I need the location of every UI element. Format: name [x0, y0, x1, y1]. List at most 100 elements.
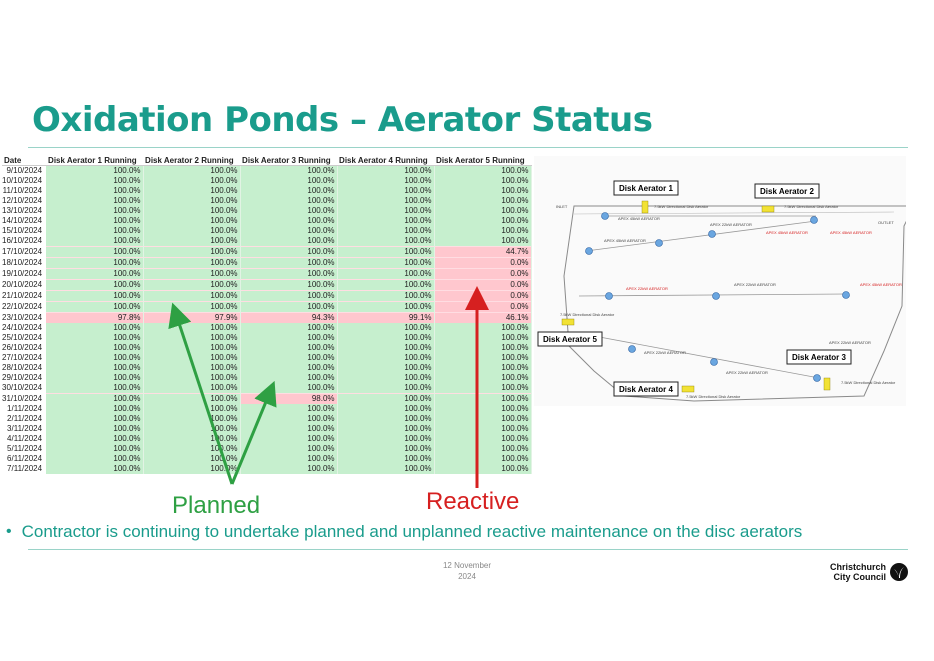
page-title: Oxidation Ponds – Aerator Status	[32, 100, 653, 140]
status-cell: 100.0%	[143, 301, 241, 313]
status-cell: 100.0%	[46, 236, 144, 247]
status-cell: 100.0%	[143, 186, 241, 196]
logo-line1: Christchurch	[830, 562, 887, 572]
status-cell: 100.0%	[240, 464, 338, 474]
status-cell: 100.0%	[337, 353, 435, 363]
date-cell: 25/10/2024	[2, 333, 43, 342]
status-cell: 100.0%	[46, 373, 144, 383]
status-cell: 100.0%	[46, 246, 144, 258]
aerator-line-diag	[585, 220, 817, 252]
status-cell: 100.0%	[240, 206, 338, 216]
status-cell: 100.0%	[143, 414, 241, 424]
column-header: Disk Aerator 4 Running	[337, 155, 435, 166]
footer-date-line2: 2024	[458, 572, 476, 581]
label-disk-aerator-3: Disk Aerator 3	[792, 353, 847, 362]
status-cell: 100.0%	[240, 268, 338, 280]
status-cell: 100.0%	[46, 279, 144, 291]
status-cell: 100.0%	[143, 464, 241, 474]
apex-text-1: APEX 45kW AERATOR	[618, 216, 660, 221]
status-cell: 100.0%	[143, 268, 241, 280]
footer-date-line1: 12 November	[442, 561, 492, 570]
status-cell: 0.0%	[434, 301, 532, 313]
date-cell: 4/11/2024	[7, 434, 43, 443]
status-cell: 100.0%	[143, 434, 241, 444]
date-cell: 20/10/2024	[2, 280, 43, 289]
status-cell: 100.0%	[46, 176, 144, 186]
status-cell: 100.0%	[240, 333, 338, 343]
status-cell: 100.0%	[434, 414, 532, 424]
status-cell: 100.0%	[143, 404, 241, 414]
status-cell: 100.0%	[434, 226, 532, 236]
status-cell: 100.0%	[337, 268, 435, 280]
status-cell: 100.0%	[240, 226, 338, 236]
apex-text-2: APEX 45kW AERATOR	[604, 238, 646, 243]
date-cell: 14/10/2024	[2, 216, 43, 225]
status-cell: 100.0%	[434, 424, 532, 434]
bullet-text: Contractor is continuing to undertake pl…	[21, 522, 803, 541]
date-cell: 11/10/2024	[2, 186, 43, 195]
status-cell: 100.0%	[337, 454, 435, 464]
status-cell: 100.0%	[143, 363, 241, 373]
status-cell: 100.0%	[434, 434, 532, 444]
column-header: Disk Aerator 3 Running	[240, 155, 338, 166]
status-cell: 100.0%	[434, 176, 532, 186]
status-cell: 100.0%	[337, 444, 435, 454]
status-cell: 100.0%	[143, 196, 241, 206]
status-cell: 100.0%	[143, 165, 241, 176]
status-cell: 100.0%	[46, 165, 144, 176]
aerator-labels: Disk Aerator 1 Disk Aerator 2 Disk Aerat…	[537, 180, 852, 397]
status-cell: 100.0%	[434, 363, 532, 373]
status-cell: 100.0%	[143, 373, 241, 383]
outlet-text: OUTLET	[878, 220, 894, 225]
status-cell: 100.0%	[240, 383, 338, 394]
status-cell: 100.0%	[337, 196, 435, 206]
column-header: Date	[2, 155, 47, 166]
column-header: Disk Aerator 5 Running	[434, 155, 532, 166]
status-cell: 100.0%	[46, 216, 144, 226]
status-cell: 100.0%	[143, 257, 241, 269]
apex-red-1: APEX 45kW AERATOR	[766, 230, 808, 235]
status-cell: 100.0%	[434, 323, 532, 333]
status-cell: 100.0%	[143, 383, 241, 394]
status-cell: 100.0%	[337, 323, 435, 333]
status-cell: 100.0%	[240, 444, 338, 454]
status-cell: 100.0%	[143, 246, 241, 258]
date-cell: 7/11/2024	[7, 464, 43, 473]
status-cell: 100.0%	[46, 343, 144, 353]
status-cell: 100.0%	[46, 414, 144, 424]
status-cell: 100.0%	[240, 434, 338, 444]
status-cell: 100.0%	[240, 414, 338, 424]
date-cell: 27/10/2024	[2, 353, 43, 362]
footer-date: 12 November 2024	[436, 560, 498, 582]
reactive-label: Reactive	[426, 488, 520, 515]
status-cell: 100.0%	[240, 165, 338, 176]
date-cell: 18/10/2024	[2, 258, 43, 267]
date-cell: 22/10/2024	[2, 302, 43, 311]
label-disk-aerator-1: Disk Aerator 1	[619, 184, 674, 193]
status-cell: 100.0%	[434, 383, 532, 394]
date-cell: 12/10/2024	[2, 196, 43, 205]
status-cell: 100.0%	[434, 216, 532, 226]
status-cell: 100.0%	[240, 454, 338, 464]
aerator-layout-diagram: Disk Aerator 1 Disk Aerator 2 Disk Aerat…	[534, 156, 906, 406]
status-cell: 100.0%	[46, 206, 144, 216]
status-cell: 100.0%	[337, 226, 435, 236]
status-cell: 100.0%	[240, 343, 338, 353]
status-cell: 100.0%	[46, 363, 144, 373]
status-cell: 100.0%	[434, 343, 532, 353]
